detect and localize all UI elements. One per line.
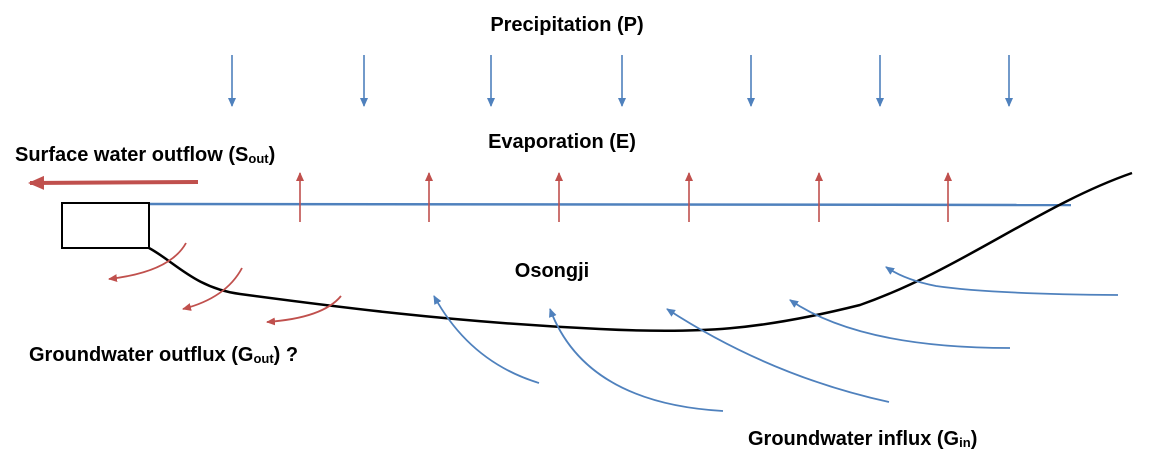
groundwater-influx-label: Groundwater influx (Gin) xyxy=(748,428,977,450)
precipitation-arrows xyxy=(228,55,1013,107)
evaporation-label: Evaporation (E) xyxy=(488,131,636,153)
groundwater-outflux-label-end: ) ? xyxy=(274,344,298,366)
groundwater-influx-label-subscript: in xyxy=(959,435,971,450)
dam-box xyxy=(61,202,150,249)
groundwater-outflux-label: Groundwater outflux (Gout) ? xyxy=(29,344,298,366)
lake-name-label: Osongji xyxy=(515,260,589,282)
surface-outflow-label-main: Surface water outflow (S xyxy=(15,144,248,166)
evaporation-arrows xyxy=(296,172,952,222)
groundwater-influx-arrow xyxy=(789,299,1011,349)
groundwater-influx-arrow xyxy=(433,295,540,384)
groundwater-influx-label-end: ) xyxy=(971,428,978,450)
precipitation-label: Precipitation (P) xyxy=(490,14,643,36)
surface-outflow-label-end: ) xyxy=(269,144,276,166)
groundwater-outflux-arrow xyxy=(108,242,187,283)
groundwater-outflux-arrow xyxy=(182,267,243,311)
surface-outflow-label-subscript: out xyxy=(248,151,269,166)
surface-outflow-label: Surface water outflow (Sout) xyxy=(15,144,275,166)
groundwater-influx-arrow xyxy=(666,308,890,403)
groundwater-influx-label-main: Groundwater influx (G xyxy=(748,428,959,450)
surface-outflow-arrow xyxy=(28,175,199,190)
groundwater-outflux-arrow xyxy=(266,295,342,326)
groundwater-influx-arrow xyxy=(549,308,724,412)
groundwater-outflux-label-main: Groundwater outflux (G xyxy=(29,344,253,366)
groundwater-influx-arrows xyxy=(433,266,1119,412)
water-surface-line xyxy=(148,202,1072,207)
groundwater-outflux-arrows xyxy=(108,242,342,326)
groundwater-influx-arrow xyxy=(885,266,1119,296)
lake-bed-line xyxy=(148,171,1133,333)
groundwater-outflux-label-subscript: out xyxy=(253,351,274,366)
